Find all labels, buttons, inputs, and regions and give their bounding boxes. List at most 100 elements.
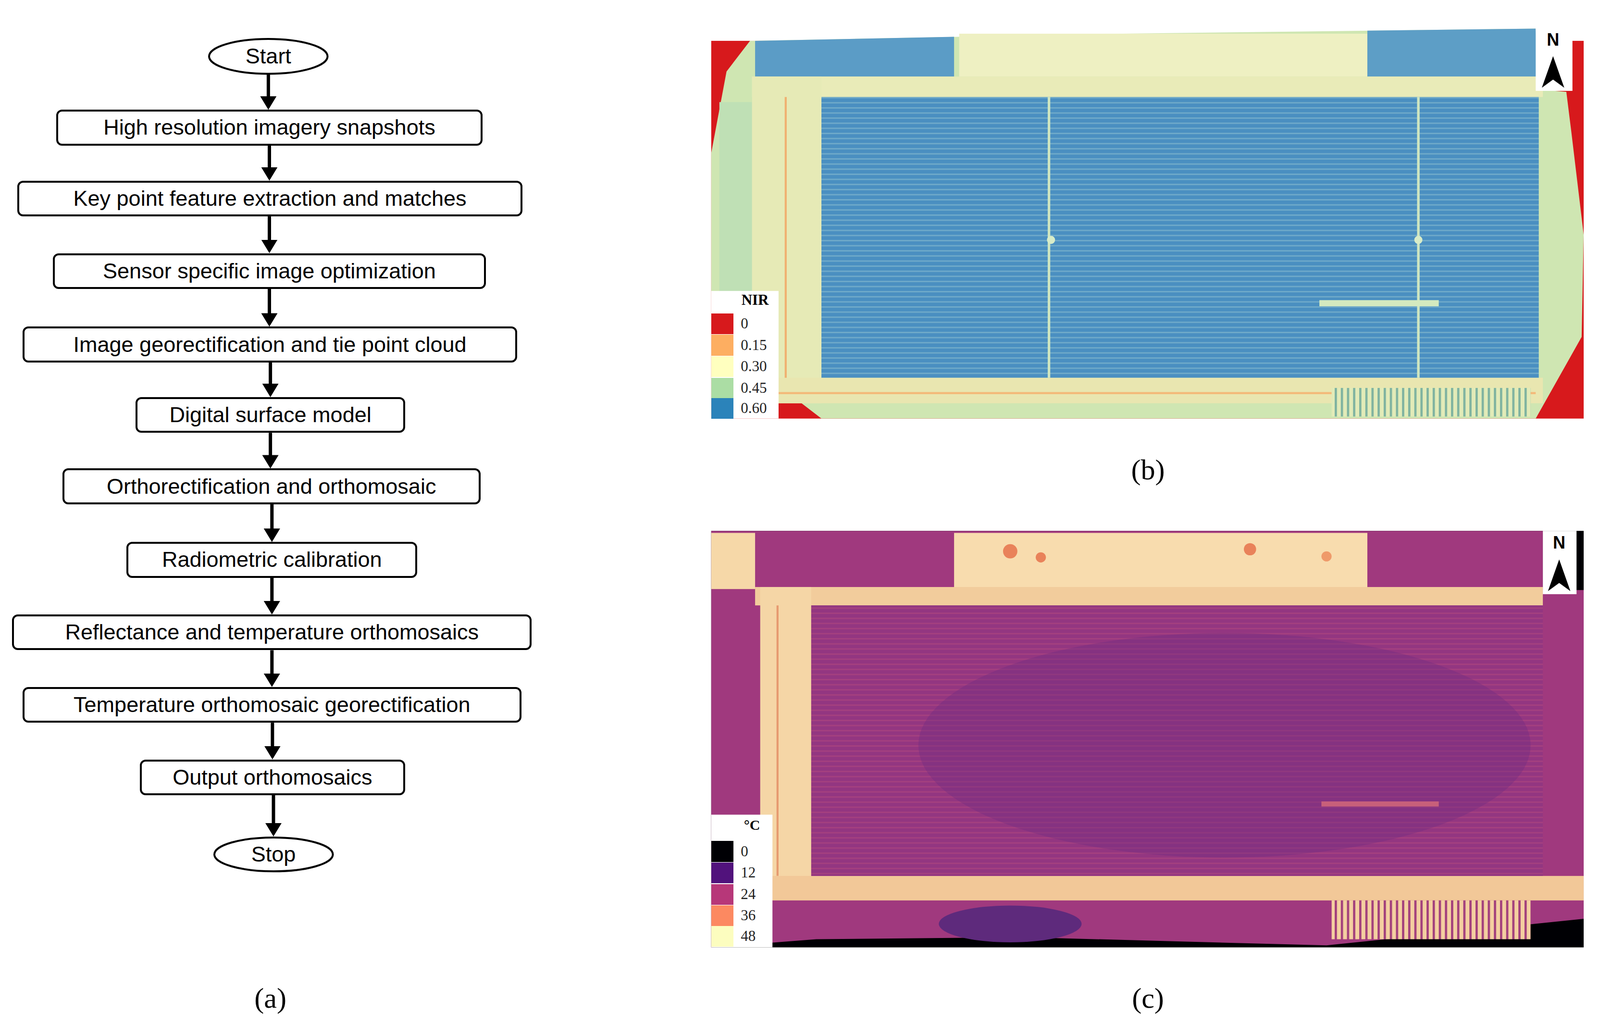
legend-label: 0.60 (740, 399, 767, 417)
nir-orthomosaic-part (719, 101, 753, 307)
temperature-orthomosaic-part (711, 814, 773, 947)
nir-orthomosaic-part (784, 97, 787, 378)
flow-arrow (267, 145, 272, 174)
process-box: Digital surface model (135, 396, 405, 433)
panel-label: (b) (1130, 453, 1165, 486)
node-text: Reflectance and temperature orthomosaics (65, 619, 479, 645)
temperature-orthomosaic-part (711, 530, 1584, 947)
node-text: Stop (251, 841, 297, 868)
temperature-orthomosaic-part (918, 632, 1531, 857)
legend-title: NIR (741, 291, 769, 309)
legend-label: 24 (740, 885, 756, 903)
temperature-orthomosaic-part (1321, 801, 1439, 807)
legend-swatch (711, 313, 734, 335)
flow-arrow (267, 216, 272, 247)
temperature-orthomosaic-part (1243, 543, 1256, 556)
process-box: Key point feature extraction and matches (17, 180, 523, 217)
nir-orthomosaic-part (959, 33, 1368, 77)
node-text: Orthorectification and orthomosaic (106, 473, 436, 500)
nir-orthomosaic-part (1046, 235, 1055, 245)
legend-label: 0 (740, 315, 749, 332)
legend-swatch (711, 334, 734, 356)
legend-label: 0.30 (740, 358, 767, 375)
legend-swatch (711, 356, 734, 377)
legend-label: 0 (740, 843, 749, 860)
nir-orthomosaic-part (1535, 27, 1573, 91)
nir-orthomosaic-part (821, 97, 1539, 378)
nir-orthomosaic-part (1331, 387, 1531, 417)
legend-label: 0.15 (740, 336, 767, 354)
temperature-orthomosaic-part (711, 532, 756, 589)
legend-swatch (711, 925, 734, 947)
process-box: Orthorectification and orthomosaic (62, 468, 481, 504)
flow-arrow (270, 649, 274, 680)
temperature-orthomosaic-part (755, 586, 1543, 606)
process-box: Radiometric calibration (126, 541, 418, 578)
temperature-orthomosaic-part (811, 605, 1543, 876)
nir-orthomosaic-part (711, 40, 1584, 419)
temperature-orthomosaic (711, 530, 1584, 947)
ellipse-shape (209, 38, 328, 74)
temperature-orthomosaic-part (1321, 551, 1332, 562)
process-box: Output orthomosaics (139, 759, 406, 795)
process-box: High resolution imagery snapshots (56, 109, 483, 146)
temperature-orthomosaic-part (954, 532, 1368, 589)
process-box: Temperature orthomosaic georectification (22, 686, 522, 723)
nir-orthomosaic-part (755, 36, 955, 77)
north-arrow-label: N (1552, 533, 1566, 553)
legend-label: 12 (740, 864, 756, 881)
flow-arrow (268, 432, 273, 462)
node-text: Sensor specific image optimization (102, 258, 436, 285)
panel-label: (a) (254, 981, 287, 1014)
flow-arrow (271, 794, 275, 830)
terminal-ellipse: Start (208, 37, 329, 75)
node-text: Key point feature extraction and matches (73, 185, 467, 212)
flow-arrow (270, 722, 274, 753)
legend-swatch (711, 377, 734, 399)
legend-swatch (711, 397, 734, 419)
ellipse-shape (214, 837, 334, 871)
flow-arrow (270, 504, 274, 536)
temperature-orthomosaic-part (1542, 530, 1577, 595)
node-text: Image georectification and tie point clo… (73, 331, 467, 358)
flow-arrow (267, 288, 272, 321)
process-box: Reflectance and temperature orthomosaics (12, 614, 532, 650)
nir-orthomosaic-part (1414, 235, 1423, 245)
flow-arrow (266, 74, 271, 103)
north-arrow-label: N (1546, 30, 1560, 50)
legend-label: 48 (740, 927, 756, 944)
legend-swatch (711, 905, 734, 926)
nir-orthomosaic-part (1541, 56, 1565, 88)
temperature-orthomosaic-part (1331, 900, 1531, 940)
node-text: Start (245, 43, 292, 70)
nir-orthomosaic-part (711, 28, 1584, 419)
legend-label: 0.45 (740, 379, 767, 397)
legend-label: 36 (740, 906, 756, 924)
terminal-ellipse: Stop (213, 836, 335, 872)
node-text: Digital surface model (169, 401, 372, 428)
nir-orthomosaic (711, 27, 1584, 419)
legend-title: °C (744, 816, 761, 833)
process-box: Image georectification and tie point clo… (22, 326, 518, 362)
node-text: Radiometric calibration (161, 546, 383, 573)
node-text: Output orthomosaics (172, 764, 373, 791)
node-text: Temperature orthomosaic georectification (73, 691, 471, 718)
process-box: Sensor specific image optimization (52, 253, 486, 289)
flow-arrow (270, 577, 274, 608)
nir-orthomosaic-part (1319, 299, 1439, 307)
nir-orthomosaic-part (752, 76, 1543, 97)
temperature-orthomosaic-part (776, 605, 779, 876)
legend-swatch (711, 840, 734, 862)
temperature-orthomosaic-part (938, 905, 1082, 942)
node-text: High resolution imagery snapshots (103, 114, 435, 141)
flow-arrow (268, 362, 273, 391)
temperature-orthomosaic-part (1003, 544, 1018, 559)
nir-orthomosaic-part (711, 290, 779, 419)
temperature-orthomosaic-part (1548, 559, 1571, 592)
legend-swatch (711, 862, 734, 883)
panel-label: (c) (1131, 981, 1165, 1014)
temperature-orthomosaic-part (711, 530, 1584, 947)
